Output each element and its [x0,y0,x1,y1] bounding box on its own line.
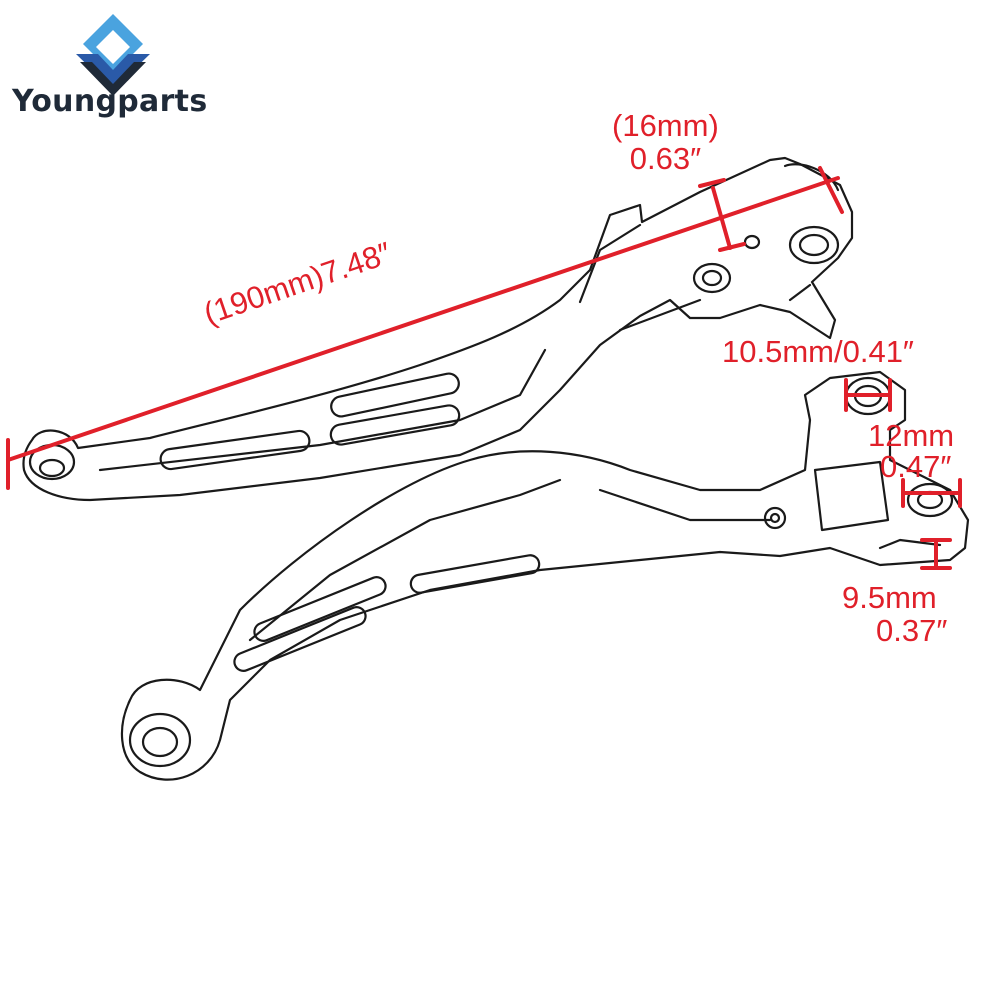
upper-lever [22,156,854,502]
brand-logo-icon [76,14,150,96]
tip-width-mm: (16mm) [612,108,719,143]
tip-width-in: 0.63″ [629,141,702,176]
bracket-width-in: 0.47″ [880,449,952,484]
slot-width-label: 9.5mm 0.37″ [842,582,947,646]
tip-width-tick-top [698,178,726,188]
pivot-hole-label: 10.5mm/0.41″ [722,334,914,369]
tip-width-dimension-line [711,186,732,250]
brand-name: Youngparts [12,84,208,119]
bracket-width-label: 12mm 0.47″ [868,420,954,482]
tip-width-label: (16mm) 0.63″ [612,110,719,174]
dimension-lines [6,166,962,570]
slot-width-in: 0.37″ [876,613,948,648]
slot-width-mm: 9.5mm [842,580,937,615]
bracket-width-mm: 12mm [868,418,955,453]
tip-width-tick-bottom [718,242,746,252]
length-dimension-line [6,176,840,462]
length-end-tick-right [818,166,844,214]
lower-lever [120,370,970,781]
